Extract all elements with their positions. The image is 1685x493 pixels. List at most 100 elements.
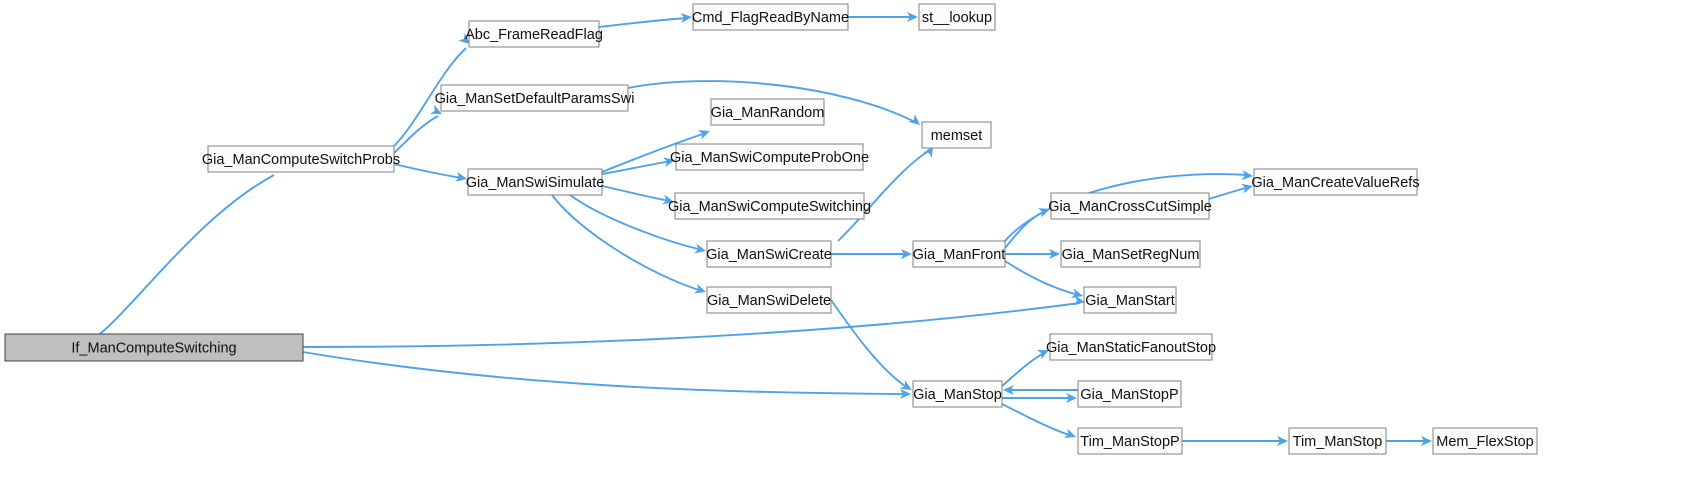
arrowhead-icon (662, 194, 674, 205)
graph-node-gia_manswicomputeswitching[interactable]: Gia_ManSwiComputeSwitching (668, 192, 871, 220)
graph-node-gia_manswisimulate[interactable]: Gia_ManSwiSimulate (466, 168, 605, 196)
node-label: st__lookup (922, 10, 992, 26)
node-box[interactable] (207, 145, 395, 173)
graph-node-gia_manstop[interactable]: Gia_ManStop (912, 380, 1003, 408)
graph-node-gia_manfront[interactable]: Gia_ManFront (912, 240, 1006, 268)
graph-node-gia_mancrosscutsimple[interactable]: Gia_ManCrossCutSimple (1048, 192, 1212, 220)
arrowhead-icon (1049, 249, 1060, 259)
graph-node-gia_mancreatevaluerefs[interactable]: Gia_ManCreateValueRefs (1251, 168, 1420, 196)
node-label: Gia_ManSwiComputeProbOne (670, 150, 869, 166)
edge-gia_mancrosscutsimple-to-gia_mancreatevaluerefs (1208, 183, 1253, 200)
edge-gia_manswisimulate-to-gia_manswicreate (569, 194, 706, 254)
node-label: Gia_ManStaticFanoutStop (1046, 340, 1216, 356)
arrowhead-icon (1003, 385, 1014, 395)
node-box[interactable] (440, 84, 629, 112)
node-box[interactable] (675, 143, 864, 171)
arrowhead-icon (1277, 436, 1288, 446)
node-box[interactable] (674, 192, 865, 220)
edge-if_mancomputeswitching-to-gia_manstart (302, 295, 1085, 348)
node-label: Tim_ManStop (1293, 434, 1383, 450)
arrowhead-icon (694, 243, 706, 254)
graph-node-abc_framereadflag[interactable]: Abc_FrameReadFlag (465, 20, 603, 48)
node-label: Gia_ManFront (913, 247, 1006, 263)
arrowhead-icon (1073, 295, 1085, 306)
edge-gia_manswidelete-to-gia_manstop (830, 299, 912, 390)
edges-layer (99, 12, 1432, 446)
node-label: Gia_ManSwiDelete (707, 293, 831, 309)
node-box[interactable] (1077, 427, 1183, 455)
graph-node-gia_mansetregnum[interactable]: Gia_ManSetRegNum (1060, 240, 1201, 268)
node-label: Gia_ManSwiCreate (706, 247, 832, 263)
arrowhead-icon (458, 33, 470, 44)
node-box[interactable] (467, 168, 603, 196)
node-box[interactable] (692, 3, 849, 31)
edge-tim_manstop-to-mem_flexstop (1386, 436, 1432, 446)
edge-if_mancomputeswitching-to-gia_manstop (302, 351, 911, 399)
graph-node-tim_manstopp[interactable]: Tim_ManStopP (1077, 427, 1183, 455)
node-box[interactable] (706, 240, 832, 268)
node-box[interactable] (468, 20, 600, 48)
graph-node-st__lookup[interactable]: st__lookup (918, 3, 996, 31)
edge-cmd_flagreadbyname-to-st__lookup (848, 12, 918, 22)
arrowhead-icon (1071, 288, 1083, 298)
arrowhead-icon (900, 389, 911, 399)
node-box[interactable] (1083, 286, 1177, 314)
edge-gia_mancomputeswitchprobs-to-abc_framereadflag (393, 33, 470, 147)
node-box[interactable] (921, 121, 992, 149)
node-label: Gia_ManCreateValueRefs (1251, 175, 1419, 191)
edge-gia_manswisimulate-to-gia_manswicomputeswitching (601, 185, 674, 205)
graph-node-gia_manstaticfanoutstop[interactable]: Gia_ManStaticFanoutStop (1046, 333, 1216, 361)
graph-node-gia_mansetdefaultparamsswi[interactable]: Gia_ManSetDefaultParamsSwi (435, 84, 635, 112)
node-box[interactable] (1050, 192, 1210, 220)
graph-node-gia_mancomputeswitchprobs[interactable]: Gia_ManComputeSwitchProbs (202, 145, 400, 173)
node-box[interactable] (1077, 380, 1182, 408)
graph-node-gia_manswicomputeprobone[interactable]: Gia_ManSwiComputeProbOne (670, 143, 869, 171)
node-label: Mem_FlexStop (1436, 434, 1534, 450)
edge-gia_manstop-to-gia_manstopp (1002, 393, 1077, 403)
arrowhead-icon (923, 146, 933, 159)
node-box[interactable] (1288, 427, 1387, 455)
node-label: Gia_ManStop (913, 387, 1002, 403)
graph-node-gia_manstart[interactable]: Gia_ManStart (1083, 286, 1177, 314)
edge-gia_manstopp-to-gia_manstop (1003, 385, 1078, 395)
node-box[interactable] (1253, 168, 1418, 196)
node-box[interactable] (912, 240, 1006, 268)
arrowhead-icon (1063, 428, 1076, 438)
edge-gia_manfront-to-gia_mancrosscutsimple (1004, 208, 1050, 249)
node-box[interactable] (918, 3, 996, 31)
arrowhead-icon (1241, 170, 1253, 181)
graph-node-gia_manswicreate[interactable]: Gia_ManSwiCreate (706, 240, 832, 268)
graph-node-if_mancomputeswitching[interactable]: If_ManComputeSwitching (4, 333, 304, 362)
graph-node-memset[interactable]: memset (921, 121, 992, 149)
node-label: Gia_ManStopP (1080, 387, 1178, 403)
graph-node-gia_manstopp[interactable]: Gia_ManStopP (1077, 380, 1182, 408)
node-box[interactable] (710, 98, 825, 126)
node-box[interactable] (1049, 333, 1213, 361)
node-label: If_ManComputeSwitching (71, 340, 236, 356)
edge-abc_framereadflag-to-cmd_flagreadbyname (598, 12, 692, 28)
node-label: memset (931, 128, 983, 144)
edge-gia_manswicreate-to-memset (837, 146, 933, 242)
edge-gia_manswisimulate-to-gia_manswicomputeprobone (601, 157, 675, 175)
edge-gia_manfront-to-gia_manstart (1004, 260, 1083, 298)
graph-node-tim_manstop[interactable]: Tim_ManStop (1288, 427, 1387, 455)
graph-node-cmd_flagreadbyname[interactable]: Cmd_FlagReadByName (692, 3, 849, 31)
node-box[interactable] (1060, 240, 1201, 268)
node-box[interactable] (706, 286, 832, 314)
edge-gia_manswisimulate-to-gia_manswidelete (551, 194, 706, 294)
edge-gia_manstop-to-tim_manstopp (1001, 403, 1076, 438)
graph-node-mem_flexstop[interactable]: Mem_FlexStop (1432, 427, 1538, 455)
graph-node-gia_manrandom[interactable]: Gia_ManRandom (710, 98, 825, 126)
arrowhead-icon (908, 114, 920, 125)
node-label: Abc_FrameReadFlag (465, 27, 603, 43)
node-box[interactable] (912, 380, 1003, 408)
graph-node-gia_manswidelete[interactable]: Gia_ManSwiDelete (706, 286, 832, 314)
arrowhead-icon (1066, 393, 1077, 403)
node-box[interactable] (4, 333, 304, 362)
arrowhead-icon (697, 130, 710, 140)
node-label: Gia_ManSwiSimulate (466, 175, 605, 191)
node-box[interactable] (1432, 427, 1538, 455)
node-label: Gia_ManSwiComputeSwitching (668, 199, 871, 215)
edge-tim_manstopp-to-tim_manstop (1182, 436, 1288, 446)
